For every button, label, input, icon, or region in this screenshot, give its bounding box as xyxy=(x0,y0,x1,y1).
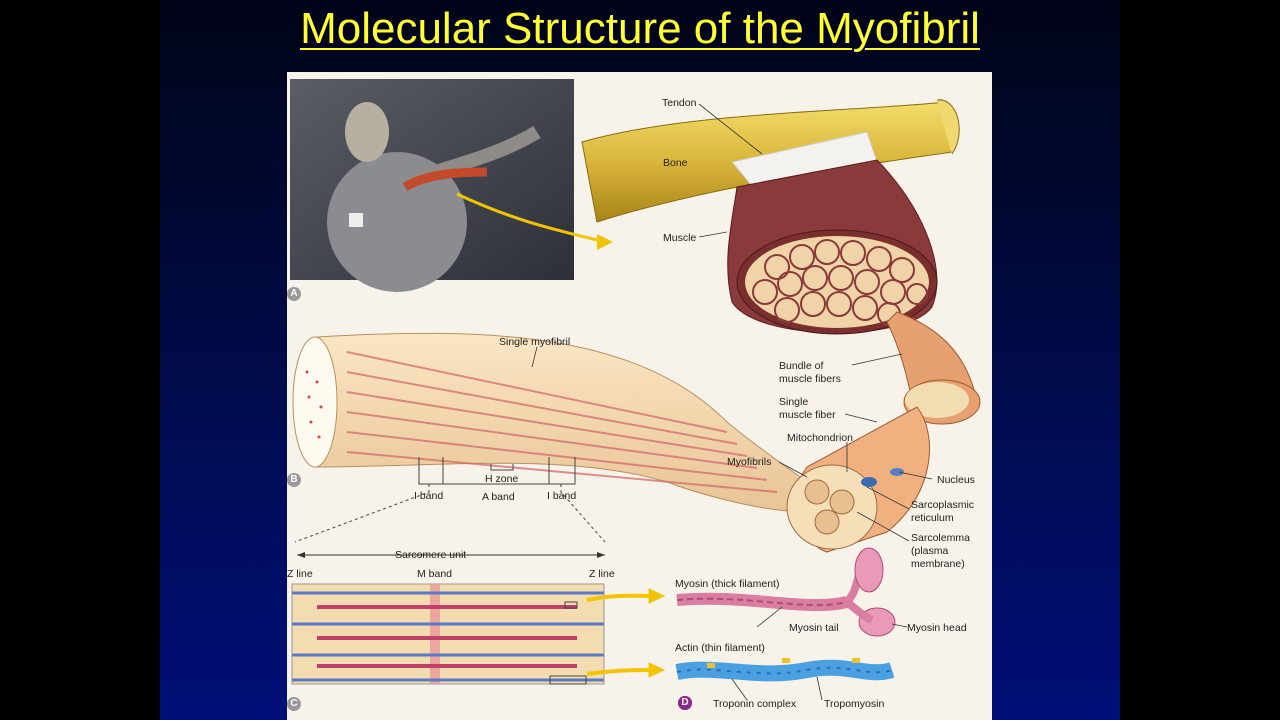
band-brackets xyxy=(294,457,606,543)
muscle-fiber-shape xyxy=(786,406,930,553)
label-muscle: Muscle xyxy=(663,232,697,244)
label-single-fiber-1: Single xyxy=(779,396,809,408)
label-single-fiber-2: muscle fiber xyxy=(779,409,836,421)
zoom-arrows xyxy=(586,588,666,678)
myofibril-figure: Tendon Bone Muscle Single myofibril Bund… xyxy=(287,72,992,720)
climber-photo xyxy=(290,79,613,292)
label-mitochondrion: Mitochondrion xyxy=(787,432,853,444)
label-troponin: Troponin complex xyxy=(713,698,797,710)
panel-a-letter: A xyxy=(287,287,301,301)
sarcomere-shape xyxy=(291,552,605,685)
label-sl-1: Sarcolemma xyxy=(911,532,970,544)
label-myosin-head: Myosin head xyxy=(907,622,967,634)
label-a-band: A band xyxy=(482,491,515,503)
label-h-zone: H zone xyxy=(485,473,519,485)
label-myofibrils: Myofibrils xyxy=(727,456,772,468)
label-nucleus: Nucleus xyxy=(937,474,975,486)
figure-drawing xyxy=(287,79,981,710)
fiber-bundle-shape xyxy=(886,311,981,425)
label-bundle-1: Bundle of xyxy=(779,360,824,372)
label-i-band-right: I band xyxy=(547,490,577,502)
label-sarcomere-unit: Sarcomere unit xyxy=(395,549,467,561)
label-myosin: Myosin (thick filament) xyxy=(675,578,780,590)
label-myosin-tail: Myosin tail xyxy=(789,622,839,634)
panel-c-letter: C xyxy=(287,697,301,711)
label-tendon: Tendon xyxy=(662,97,697,109)
label-m-band: M band xyxy=(417,568,453,580)
label-bone: Bone xyxy=(663,157,688,169)
label-bundle-2: muscle fibers xyxy=(779,373,841,385)
myosin-shape xyxy=(676,547,896,637)
label-sl-3: membrane) xyxy=(911,558,965,570)
label-i-band-left: I band xyxy=(414,490,444,502)
label-tropomyosin: Tropomyosin xyxy=(824,698,885,710)
actin-shape xyxy=(675,658,895,682)
panel-b-letter: B xyxy=(287,473,301,487)
panel-d-letter: D xyxy=(678,696,692,710)
label-sr-2: reticulum xyxy=(911,512,954,524)
label-single-myofibril: Single myofibril xyxy=(499,336,571,348)
label-z-line-right: Z line xyxy=(589,568,615,580)
label-actin: Actin (thin filament) xyxy=(675,642,765,654)
myofibril-shape xyxy=(292,332,808,513)
slide-title: Molecular Structure of the Myofibril xyxy=(300,4,980,53)
label-sr-1: Sarcoplasmic xyxy=(911,499,975,511)
label-z-line-left: Z line xyxy=(287,568,313,580)
muscle-shape xyxy=(727,159,938,335)
leader-lines xyxy=(531,103,933,701)
label-sl-2: (plasma xyxy=(911,545,949,557)
